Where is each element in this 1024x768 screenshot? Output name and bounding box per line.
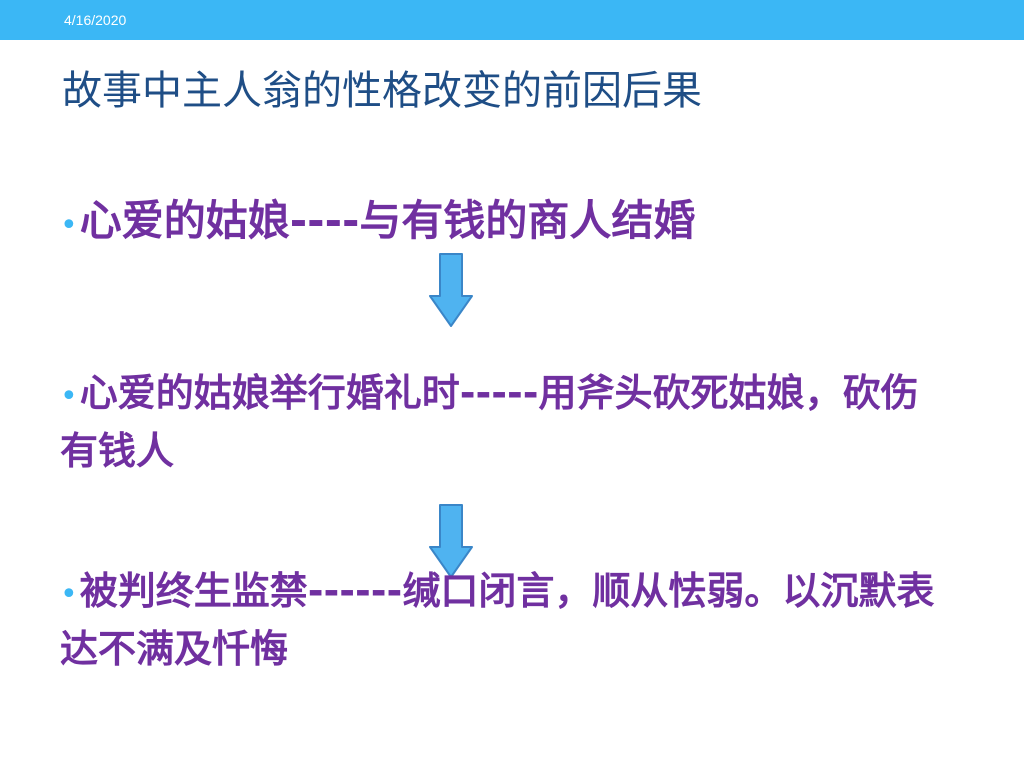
down-arrow-icon <box>429 504 473 578</box>
bullet-item-2: •心爱的姑娘举行婚礼时-----用斧头砍死姑娘，砍伤有钱人 <box>60 366 940 478</box>
slide-date: 4/16/2020 <box>64 12 127 28</box>
slide-title: 故事中主人翁的性格改变的前因后果 <box>62 68 702 114</box>
bullet-text-3: 被判终生监禁------缄口闭言，顺从怯弱。以沉默表达不满及忏悔 <box>60 569 935 671</box>
bullet-text-1: 心爱的姑娘----与有钱的商人结婚 <box>79 196 696 245</box>
bullet-marker: • <box>60 577 78 612</box>
bullet-item-1: •心爱的姑娘----与有钱的商人结婚 <box>60 194 940 253</box>
bullet-text-2: 心爱的姑娘举行婚礼时-----用斧头砍死姑娘，砍伤有钱人 <box>60 371 919 473</box>
down-arrow-icon <box>429 253 473 327</box>
bullet-marker: • <box>60 208 78 243</box>
bullet-marker: • <box>60 379 78 414</box>
top-bar: 4/16/2020 <box>0 0 1024 40</box>
bullet-item-3: •被判终生监禁------缄口闭言，顺从怯弱。以沉默表达不满及忏悔 <box>60 564 940 676</box>
